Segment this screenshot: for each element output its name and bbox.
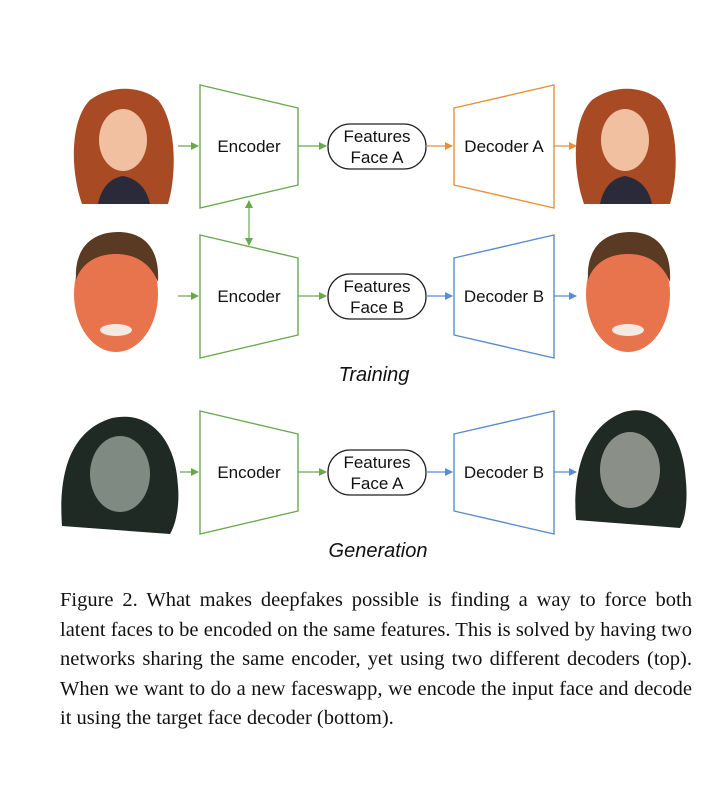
features-2-line1: Features [343,277,410,296]
face-swapped-output [575,410,687,528]
face-a-generation-input [61,416,179,534]
decoder-a-label: Decoder A [464,137,544,156]
face-a-photo [73,88,174,204]
decoder-b-1-label: Decoder B [464,287,544,306]
face-b-photo [74,232,159,352]
features-1-line1: Features [343,127,410,146]
decoder-b-1 [453,234,555,359]
face-b-reconstructed [586,232,671,352]
features-3-line1: Features [343,453,410,472]
encoder-2 [199,234,299,359]
deepfake-architecture-diagram: Encoder Features Face A Decoder A Encode… [61,84,687,562]
face-a-reconstructed [575,88,676,204]
figure-caption: Figure 2. What makes deepfakes possible … [60,589,692,729]
generation-label: Generation [329,540,428,562]
encoder-1 [199,84,299,209]
decoder-b-2 [453,410,555,535]
decoder-a [453,84,555,209]
decoder-b-2-label: Decoder B [464,463,544,482]
features-1-line2: Face A [351,148,405,167]
encoder-1-label: Encoder [217,137,281,156]
encoder-3 [199,410,299,535]
encoder-2-label: Encoder [217,287,281,306]
features-3-line2: Face A [351,474,405,493]
encoder-3-label: Encoder [217,463,281,482]
training-label: Training [339,364,410,386]
features-2-line2: Face B [350,298,404,317]
